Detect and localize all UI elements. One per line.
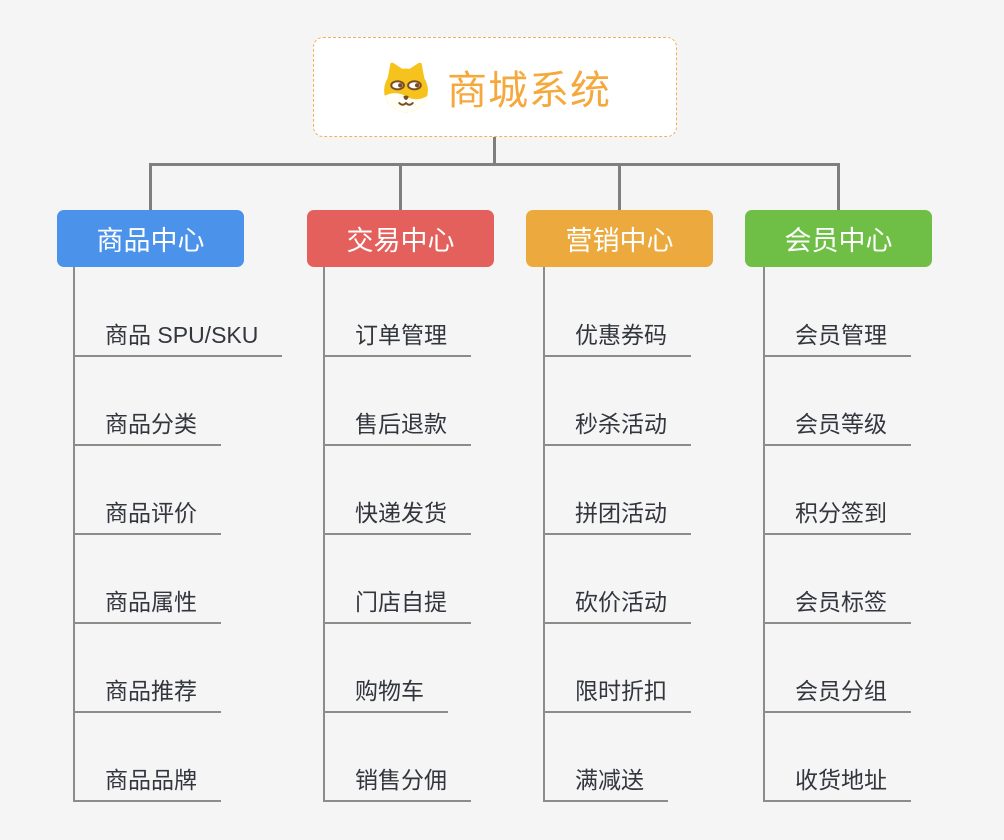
child-node[interactable]: 商品分类 <box>73 404 221 446</box>
branch-header-product-center[interactable]: 商品中心 <box>57 210 244 267</box>
root-title: 商城系统 <box>447 69 611 113</box>
child-node[interactable]: 满减送 <box>543 760 668 802</box>
child-node[interactable]: 售后退款 <box>323 404 471 446</box>
child-node[interactable]: 订单管理 <box>323 315 471 357</box>
child-node[interactable]: 商品评价 <box>73 493 221 535</box>
child-node[interactable]: 积分签到 <box>763 493 911 535</box>
connector-trunk <box>149 163 839 166</box>
child-node[interactable]: 会员标签 <box>763 582 911 624</box>
branch-header-member-center[interactable]: 会员中心 <box>745 210 932 267</box>
child-node[interactable]: 商品属性 <box>73 582 221 624</box>
branch-header-trade-center[interactable]: 交易中心 <box>307 210 494 267</box>
child-node[interactable]: 收货地址 <box>763 760 911 802</box>
child-node[interactable]: 优惠券码 <box>543 315 691 357</box>
child-node[interactable]: 快递发货 <box>323 493 471 535</box>
connector-root-stub <box>493 137 496 165</box>
child-node[interactable]: 拼团活动 <box>543 493 691 535</box>
child-node[interactable]: 商品推荐 <box>73 671 221 713</box>
child-node[interactable]: 秒杀活动 <box>543 404 691 446</box>
child-node[interactable]: 砍价活动 <box>543 582 691 624</box>
child-node[interactable]: 商品 SPU/SKU <box>73 315 283 357</box>
connector-branch-stub <box>837 163 840 210</box>
branch-header-marketing-center[interactable]: 营销中心 <box>526 210 713 267</box>
connector-branch-stub <box>399 163 402 210</box>
connector-branch-stub <box>618 163 621 210</box>
child-node[interactable]: 购物车 <box>323 671 448 713</box>
child-node[interactable]: 门店自提 <box>323 582 471 624</box>
child-node[interactable]: 会员管理 <box>763 315 911 357</box>
shiba-dog-icon <box>379 60 433 114</box>
child-node[interactable]: 销售分佣 <box>323 760 471 802</box>
child-node[interactable]: 会员分组 <box>763 671 911 713</box>
child-node[interactable]: 会员等级 <box>763 404 911 446</box>
connector-branch-stub <box>149 163 152 210</box>
root-node[interactable]: 商城系统 <box>313 37 677 137</box>
child-node[interactable]: 限时折扣 <box>543 671 691 713</box>
child-node[interactable]: 商品品牌 <box>73 760 221 802</box>
